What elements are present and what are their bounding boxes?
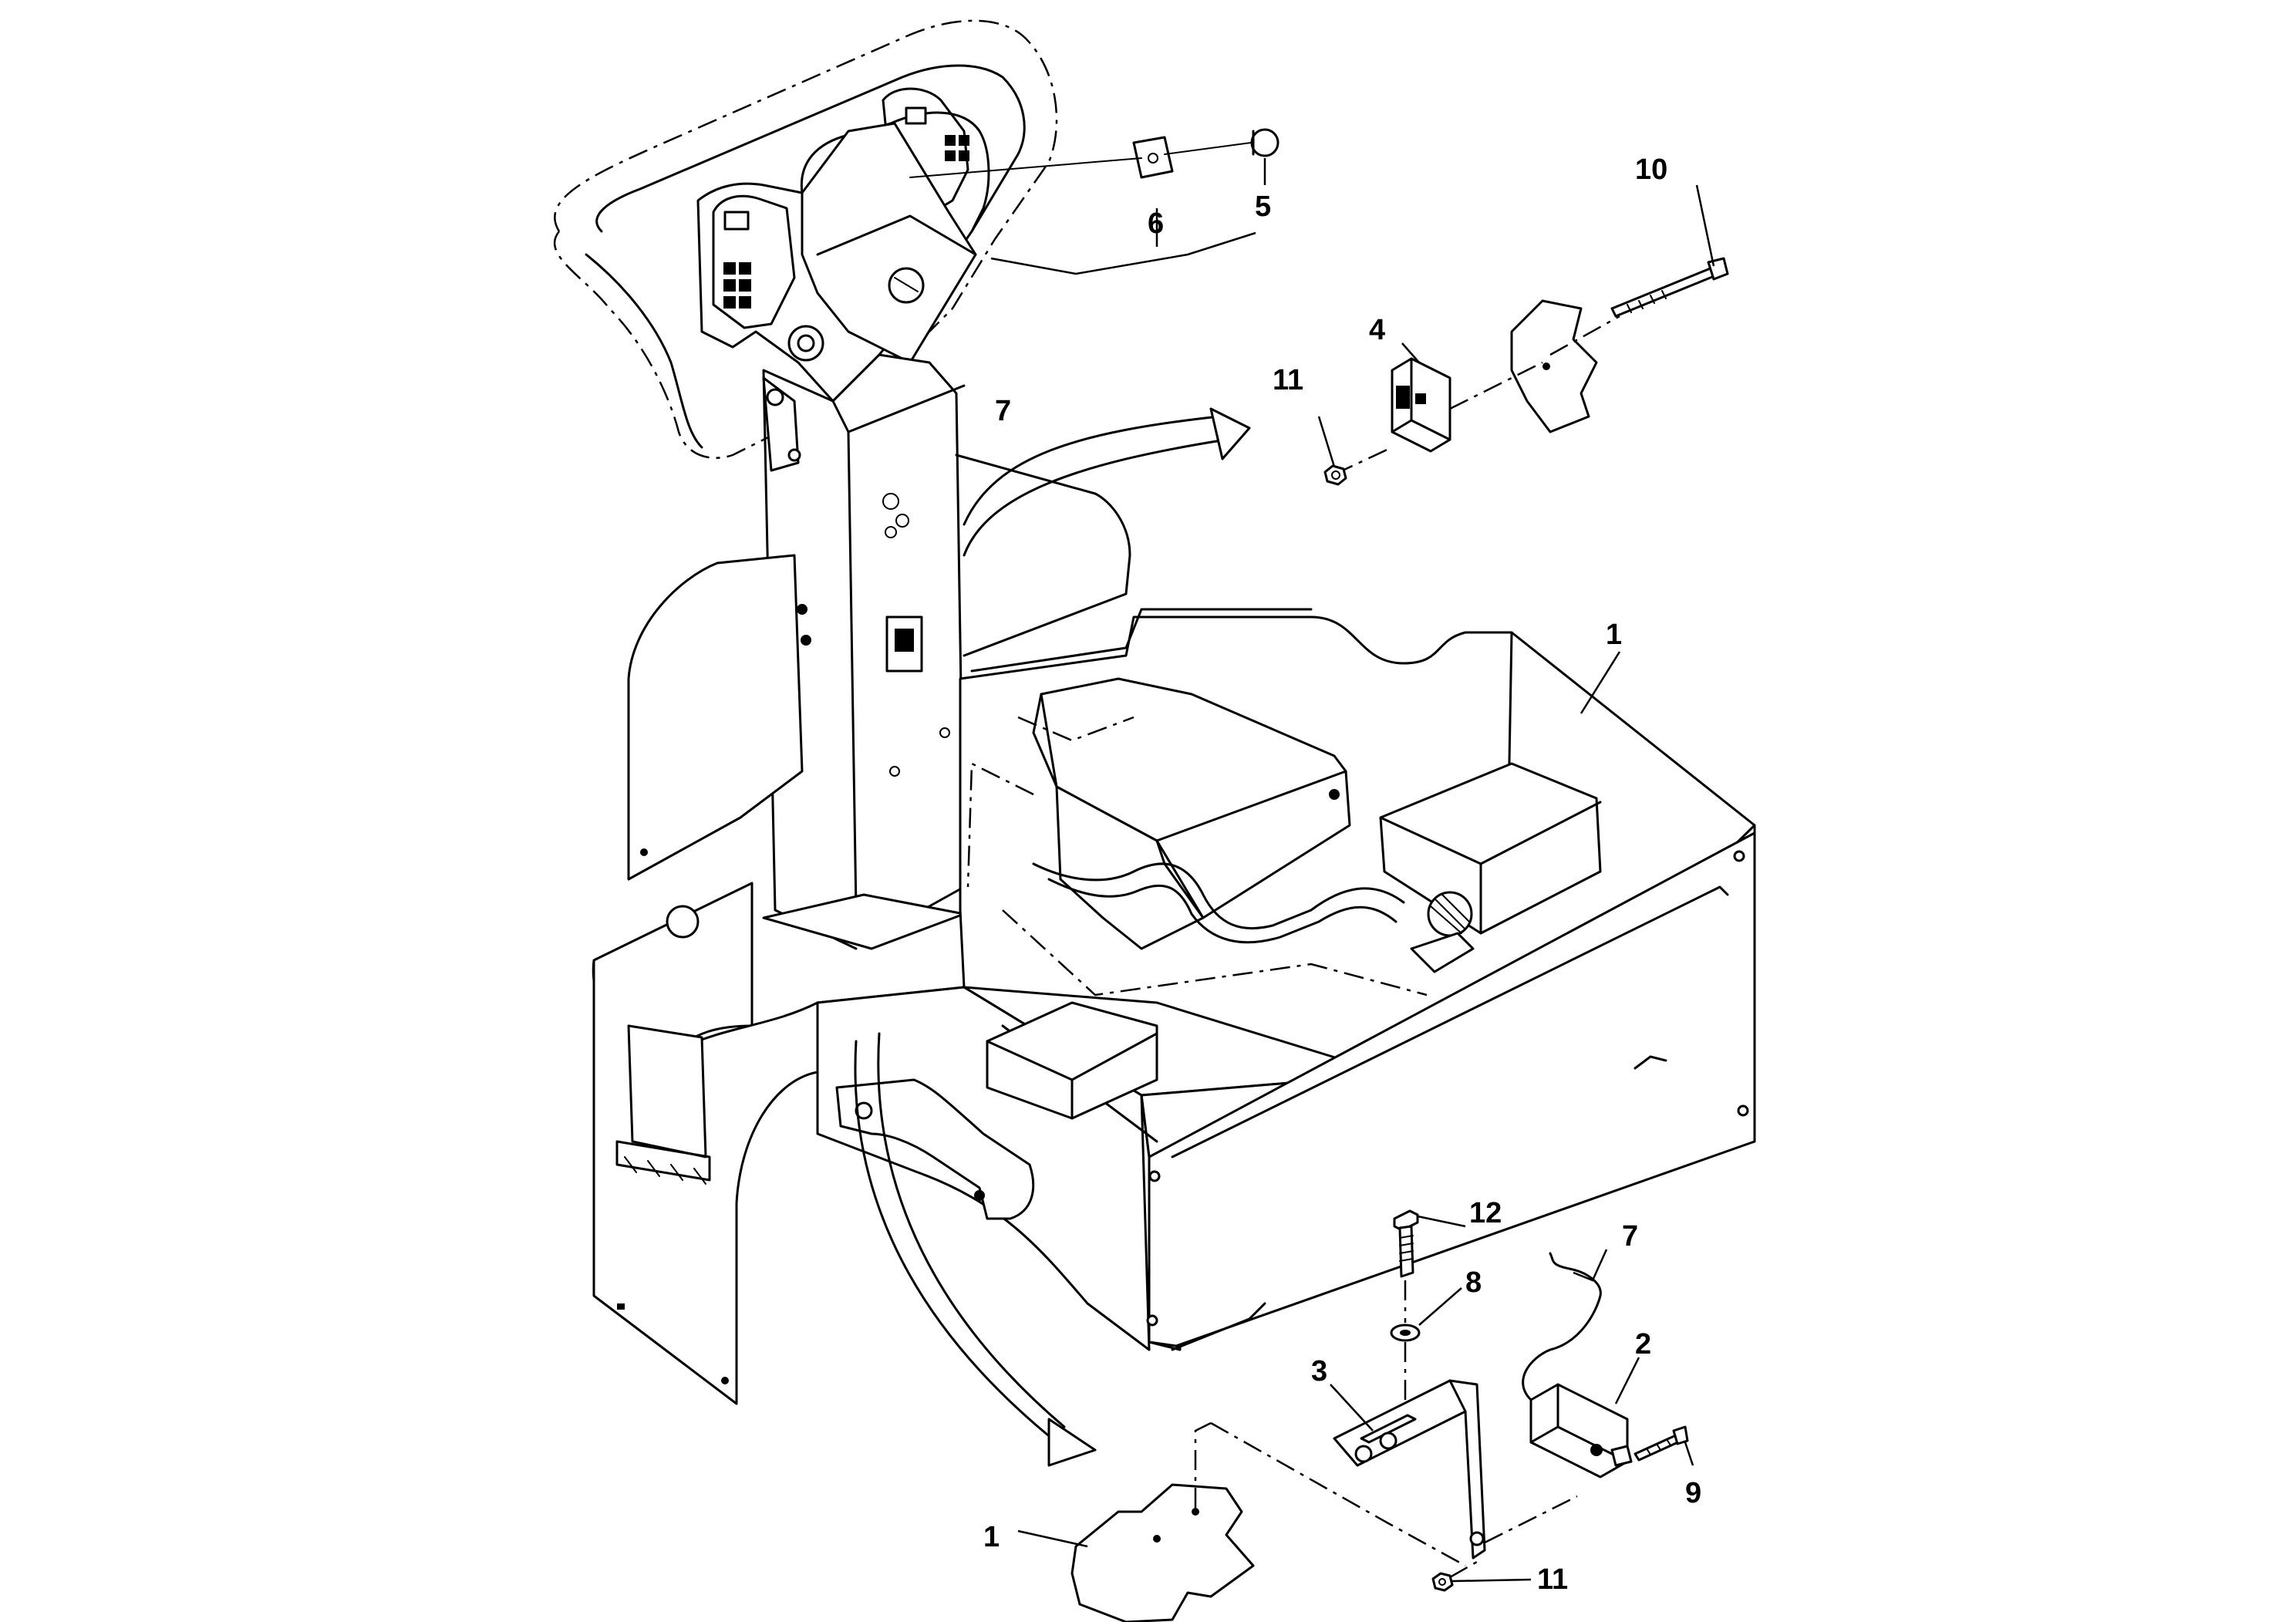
callout-9-screw: 9 [1685,1477,1701,1509]
part-8-washer [1390,1324,1421,1342]
part-11-nut-upper [1323,464,1347,486]
part-10-bolt [1610,257,1729,318]
callout-12-bolt: 12 [1469,1197,1502,1229]
callout-7-column: 7 [995,395,1011,427]
side-shield-panel [627,554,811,881]
callout-7-wire: 7 [1622,1220,1638,1253]
part-3-bracket [1333,1379,1486,1560]
callout-4-relay: 4 [1369,314,1385,346]
callout-8-washer: 8 [1465,1266,1482,1299]
leader-lamp [909,142,1252,178]
steering-column [762,353,966,950]
part-6-lamp-bezel [1132,136,1174,179]
part-1-plate-upper [1510,299,1598,433]
routing-arrow-upper [963,407,1251,557]
callout-6-bezel: 6 [1148,207,1164,240]
callout-1-plate: 1 [983,1521,1000,1553]
routing-arrow-lower [854,1032,1097,1467]
part-12-bolt [1393,1209,1419,1278]
leader-sensor-axis [1449,1495,1578,1579]
callout-2-sensor: 2 [1635,1328,1651,1361]
leader-plate-axis [1194,1421,1466,1567]
callout-3-bracket: 3 [1311,1355,1327,1388]
callout-1-chassis: 1 [1606,619,1622,651]
part-4-relay [1391,357,1451,453]
part-2-sensor [1522,1252,1633,1479]
part-1-plate-lower [1070,1483,1255,1622]
part-11-nut-lower [1431,1572,1454,1592]
callout-11-nut-upper: 11 [1273,364,1303,396]
internal-components [835,677,1602,1220]
part-5-indicator-lamp [1250,128,1279,157]
callout-labels: 1 1 2 3 4 5 6 7 7 8 9 10 11 11 12 [983,153,1701,1596]
part-9-screw [1633,1425,1689,1462]
callout-5-lamp: 5 [1255,191,1271,223]
callout-11-nut-lower: 11 [1537,1563,1568,1596]
callout-10-bolt: 10 [1635,153,1667,186]
dashboard-panel [696,87,990,403]
callout-leaders [990,158,1715,1583]
